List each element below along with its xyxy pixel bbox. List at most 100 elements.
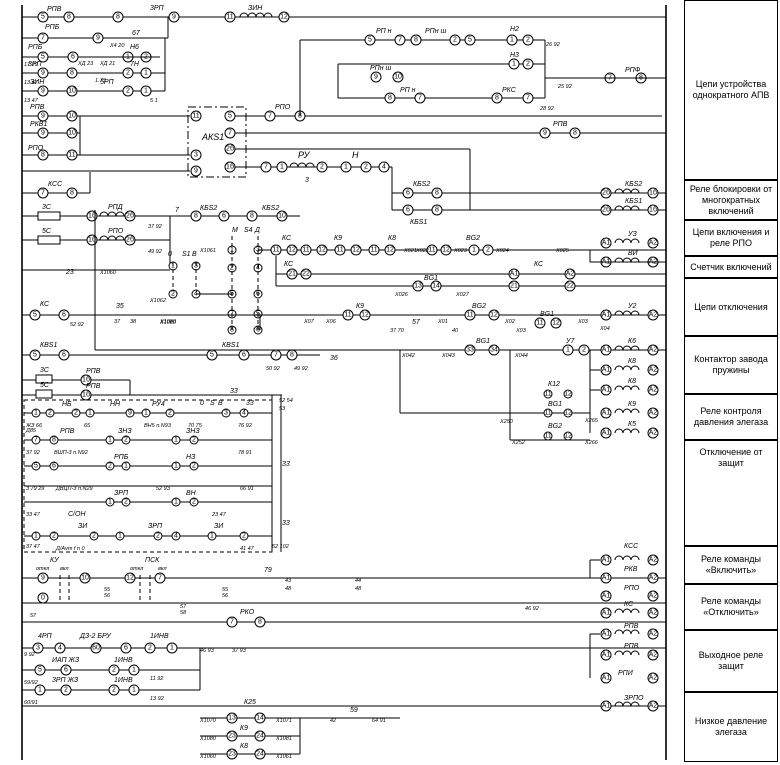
label-zhn-b: ЗИН: [30, 79, 45, 86]
label-x1080: Х1080: [159, 320, 177, 326]
svg-text:9: 9: [41, 88, 45, 95]
label-x07: Х07: [303, 319, 315, 325]
label-rpi: РПИ: [618, 670, 634, 677]
svg-text:1: 1: [144, 88, 148, 95]
label-kbs2b: КБS2: [625, 181, 642, 188]
label-sgm: С/ОН: [68, 511, 86, 518]
svg-text:А2: А2: [649, 430, 658, 437]
svg-text:46 92: 46 92: [525, 606, 539, 612]
legend-close-command: Реле команды «Включить»: [684, 546, 778, 584]
label-ru4: РУ4: [152, 401, 165, 408]
svg-text:2б: 2б: [226, 145, 234, 153]
svg-text:5: 5: [34, 463, 38, 470]
label-x1080c: Х1080: [199, 736, 217, 742]
svg-text:2: 2: [124, 437, 128, 444]
svg-text:2: 2: [192, 437, 196, 444]
svg-text:А2: А2: [649, 387, 658, 394]
label-rpv8: РПВ: [624, 643, 639, 650]
svg-text:5: 5: [468, 37, 472, 44]
svg-text:11: 11: [536, 320, 543, 327]
svg-text:21: 21: [510, 283, 518, 290]
label-k8b: К8: [628, 358, 636, 365]
label-zhz: ЗНЗ: [118, 428, 132, 435]
label-ks: КС: [282, 235, 292, 242]
svg-text:2: 2: [192, 499, 196, 506]
label-x043: Х043: [441, 353, 456, 359]
svg-text:А2: А2: [649, 675, 658, 682]
svg-text:37 70: 37 70: [390, 328, 405, 334]
svg-text:3 79 29: 3 79 29: [26, 486, 44, 492]
svg-text:А2: А2: [649, 410, 658, 417]
label-x042: Х042: [401, 353, 415, 359]
label-zhn: ЗИН: [248, 5, 263, 12]
svg-text:А1: А1: [602, 312, 611, 319]
svg-text:2: 2: [112, 687, 116, 694]
svg-text:13: 13: [228, 715, 236, 722]
svg-text:10: 10: [68, 130, 76, 137]
svg-text:6: 6: [406, 190, 410, 197]
label-zip: ЗИ: [214, 523, 224, 530]
label-x044: Х044: [514, 353, 528, 359]
svg-text:2: 2: [171, 291, 175, 298]
svg-text:Х4 20: Х4 20: [109, 43, 125, 49]
svg-text:2: 2: [124, 499, 128, 506]
label-otkl2: откл: [130, 566, 143, 572]
label-3s: 3С: [42, 204, 52, 211]
svg-text:5: 5: [38, 667, 42, 674]
legend-low-pressure: Низкое давление элегаза: [684, 692, 778, 762]
label-bh: ВН: [186, 490, 197, 497]
svg-text:23: 23: [228, 751, 236, 758]
svg-text:5 1: 5 1: [150, 98, 158, 104]
svg-text:1: 1: [118, 533, 122, 540]
svg-text:6: 6: [242, 352, 246, 359]
label-uz: УЗ: [627, 231, 638, 238]
label-kbs2: КБS2: [413, 181, 430, 188]
label-vkl2: вкл: [158, 566, 167, 572]
legend-spring-contactor: Контактор завода пружины: [684, 336, 778, 394]
svg-text:1: 1: [144, 410, 148, 417]
svg-text:52 102: 52 102: [272, 544, 289, 550]
svg-text:2: 2: [52, 533, 56, 540]
svg-text:6: 6: [222, 213, 226, 220]
svg-text:0: 0: [41, 595, 45, 602]
svg-text:70 75: 70 75: [188, 423, 203, 429]
label-kc: КС: [624, 601, 634, 608]
svg-text:52 92: 52 92: [70, 322, 84, 328]
legend-apv: Цепи устройства однократного АПВ: [684, 0, 778, 180]
label-x265: Х265: [584, 418, 599, 424]
schematic-diagram: 5 РПВ 8 8 9 11 3РП ЗИН 12 7 РПБ 9 Х4 20 …: [21, 5, 667, 760]
svg-text:8: 8: [52, 437, 56, 444]
label-n3: Н3: [510, 52, 519, 59]
svg-text:57: 57: [180, 604, 187, 610]
label-zpp: ЗРП: [114, 490, 129, 497]
svg-text:11: 11: [302, 247, 309, 254]
label-x1081: Х1081: [275, 736, 292, 742]
svg-text:1: 1: [512, 61, 516, 68]
svg-text:12: 12: [126, 575, 134, 582]
svg-text:9: 9: [543, 130, 547, 137]
svg-text:33: 33: [282, 461, 290, 468]
svg-text:6: 6: [71, 54, 75, 61]
label-x04: Х04: [599, 326, 610, 332]
label-ks-trip: КС: [40, 301, 50, 308]
label-x021: Х021: [403, 248, 417, 254]
svg-text:12: 12: [386, 247, 394, 254]
svg-text:2: 2: [64, 687, 68, 694]
label-n36: 36: [330, 355, 338, 362]
svg-text:10: 10: [394, 74, 402, 81]
svg-text:49 92: 49 92: [148, 249, 162, 255]
svg-text:А1: А1: [510, 271, 519, 278]
svg-text:1: 1: [170, 645, 174, 652]
svg-text:33 47: 33 47: [26, 512, 41, 518]
svg-text:6: 6: [62, 352, 66, 359]
label-vg1: ВG1: [424, 275, 438, 282]
svg-text:2б: 2б: [126, 212, 134, 220]
svg-text:7: 7: [230, 619, 234, 626]
label-rpo4: РПО: [108, 228, 124, 235]
label-rpv5: РПВ: [86, 383, 101, 390]
label-bg2: ВG2: [466, 235, 480, 242]
legend-protection-trip: Отключение от защит: [684, 440, 778, 546]
label-x1060b: Х1060: [199, 754, 217, 760]
svg-text:2: 2: [156, 533, 160, 540]
svg-text:11: 11: [466, 312, 473, 319]
